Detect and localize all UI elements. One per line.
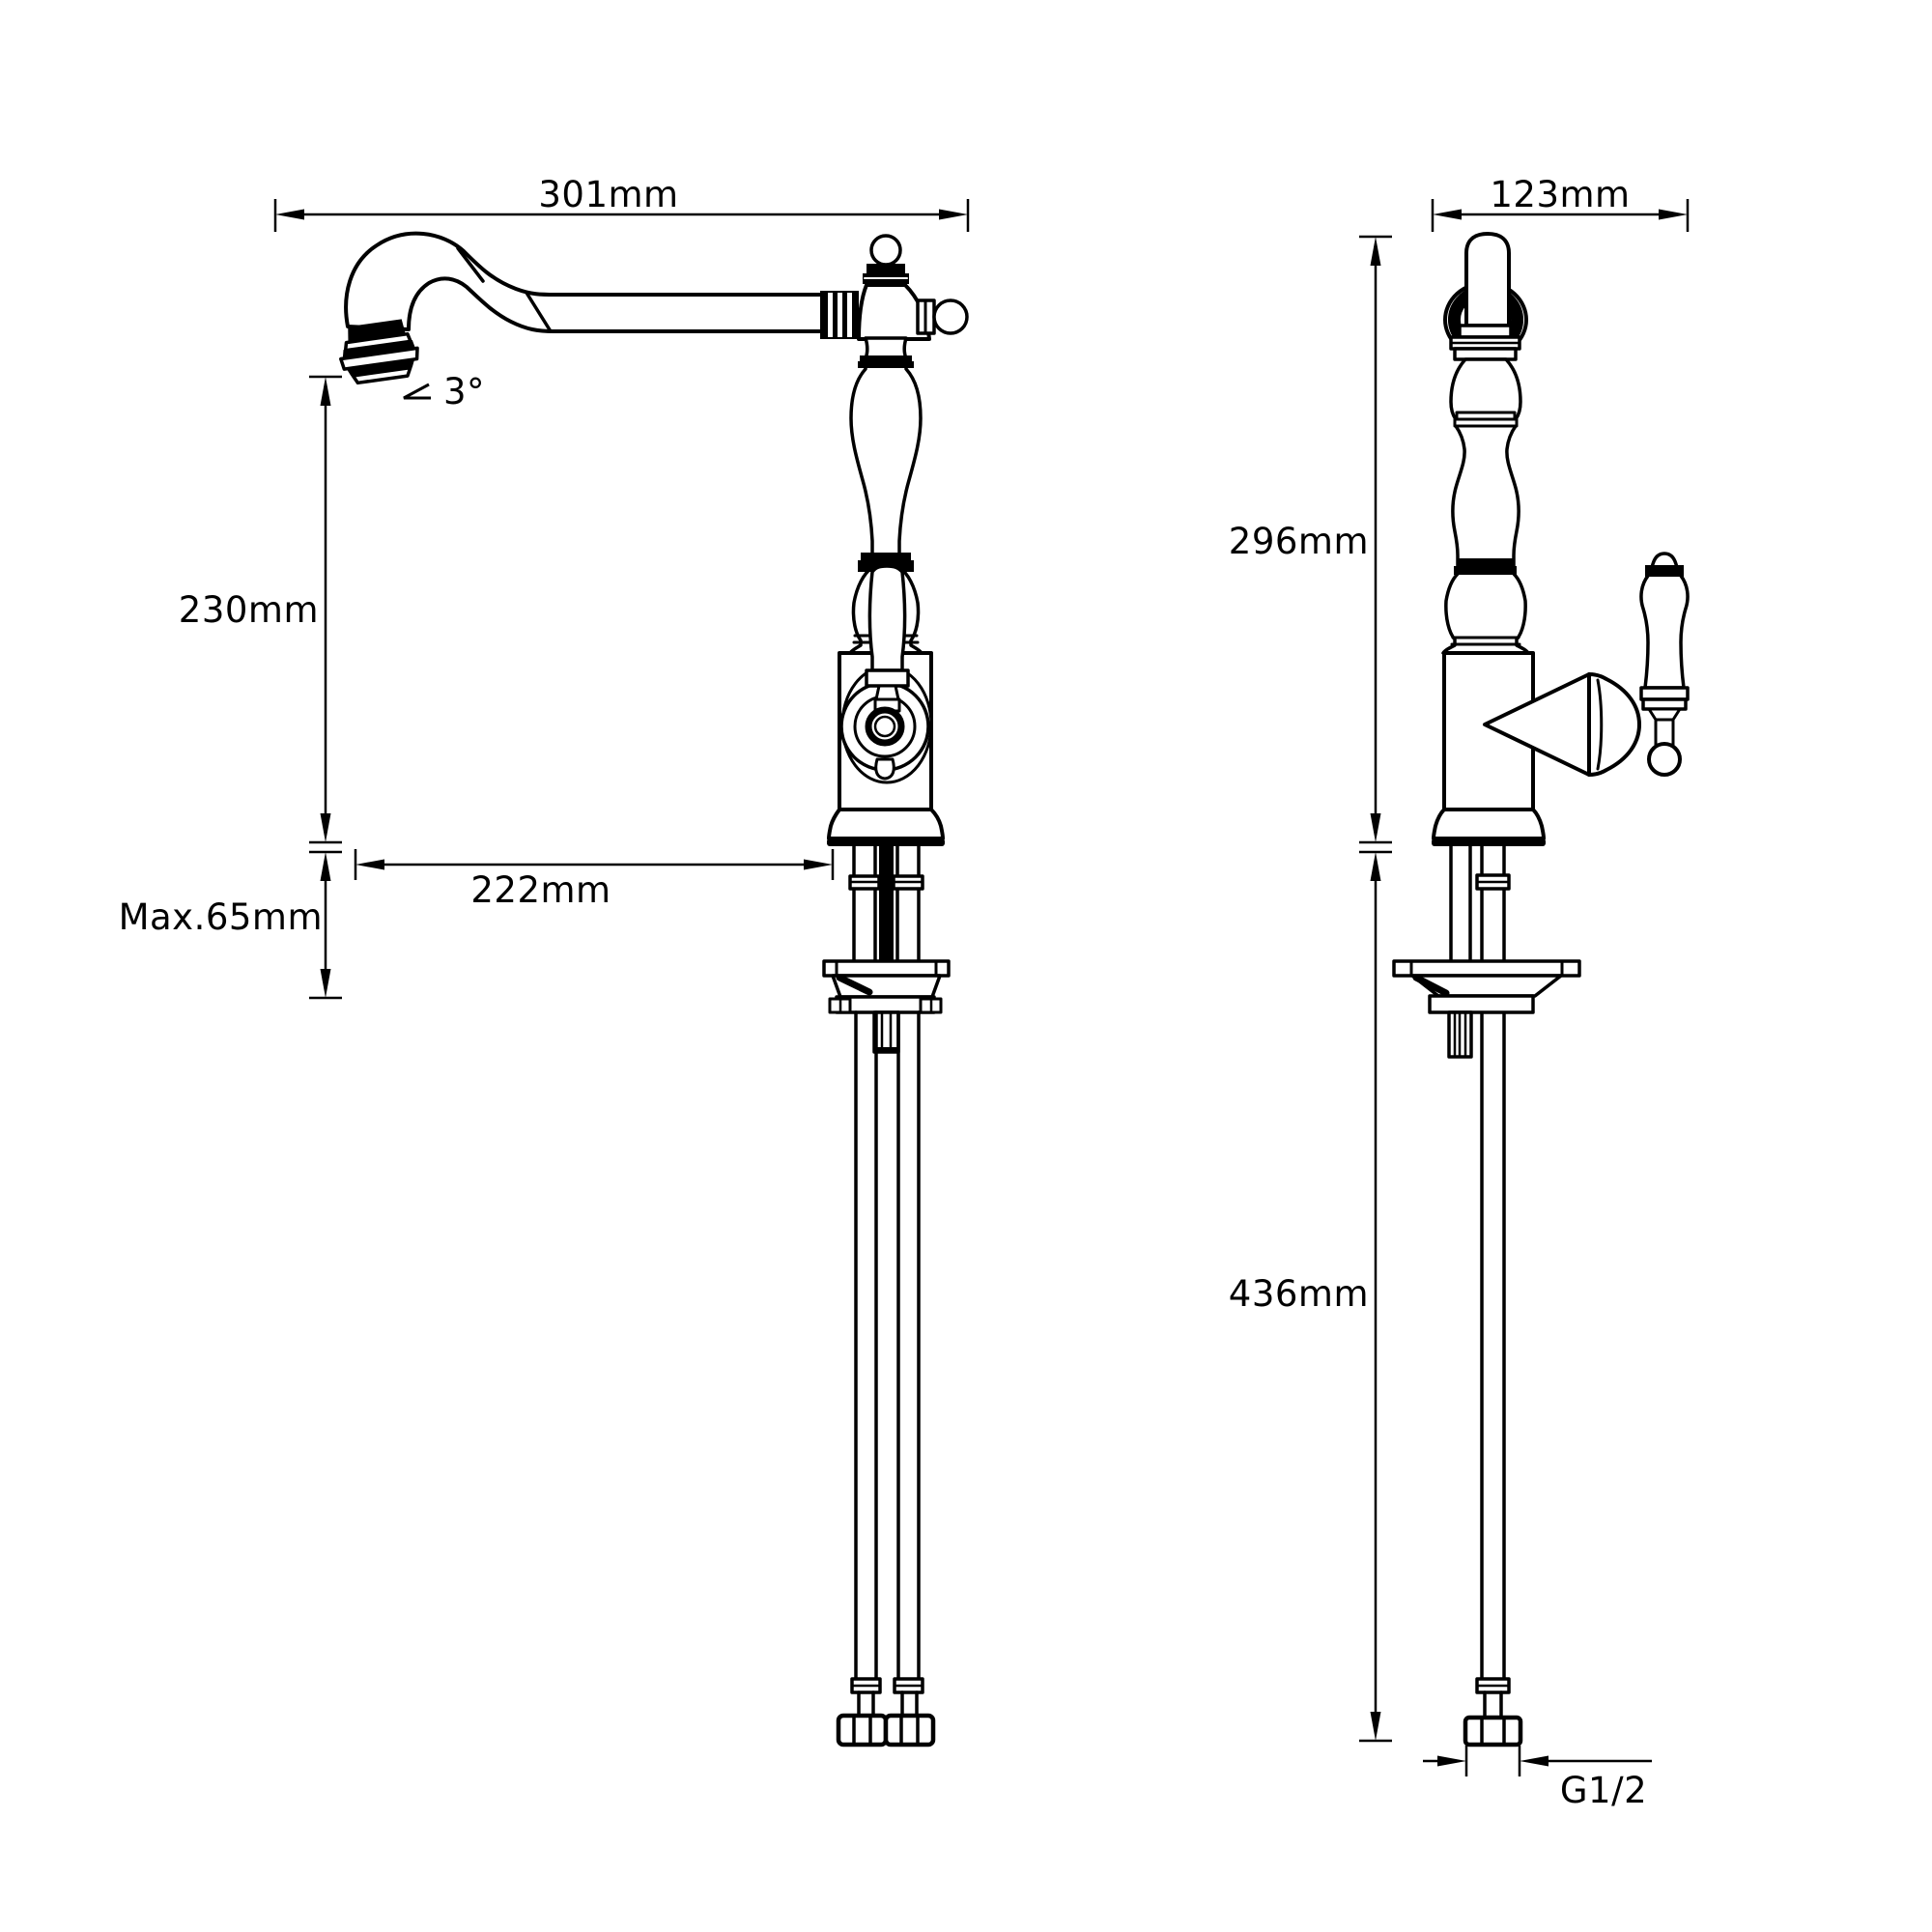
dim-body-height: 296mm	[1229, 235, 1392, 844]
dim-depth: 123mm	[1431, 174, 1690, 232]
side-mounting-nut	[1428, 994, 1535, 1014]
dim-label-g12: G1/2	[1560, 1770, 1647, 1811]
aerator	[339, 319, 419, 385]
side-flange	[1392, 959, 1581, 978]
dim-label-max65: Max.65mm	[119, 896, 323, 938]
spout	[344, 231, 824, 333]
dim-horizontal-reach: 222mm	[354, 849, 835, 911]
side-underdeck	[1392, 844, 1581, 1747]
threaded-shank	[879, 846, 894, 963]
dim-label-296: 296mm	[1229, 521, 1369, 562]
hose-nut-left	[836, 1713, 889, 1747]
dimension-annotations: 301mm 123mm 230mm Max.65mm 222mm	[119, 174, 1690, 1811]
dim-label-123: 123mm	[1490, 174, 1630, 215]
spout-outline	[344, 231, 824, 333]
finial-ball	[869, 234, 902, 267]
valve-cone	[1483, 672, 1591, 777]
supply-hoses	[854, 1010, 921, 1681]
dim-label-230: 230mm	[179, 589, 319, 631]
side-handle	[1483, 552, 1690, 777]
dim-max-deck: Max.65mm	[119, 850, 342, 1000]
front-base	[827, 808, 945, 846]
dim-angle: 3°	[403, 371, 485, 412]
dim-label-angle: 3°	[443, 371, 485, 412]
spout-hub	[820, 234, 969, 341]
side-view	[1392, 232, 1690, 1747]
front-underdeck	[822, 844, 951, 1747]
side-wedge	[1410, 974, 1563, 998]
side-neck-rings	[1450, 411, 1521, 646]
spout-end	[1464, 232, 1511, 327]
side-hose-nut	[1463, 1715, 1523, 1747]
dim-spout-reach: 301mm	[273, 174, 970, 232]
spout-seam-lines	[456, 246, 553, 333]
front-handle	[839, 564, 933, 784]
swivel-ball	[932, 298, 969, 335]
dim-label-301: 301mm	[538, 174, 678, 215]
side-spout-tip	[1443, 232, 1528, 361]
valve-dome	[1587, 672, 1641, 777]
side-base	[1432, 808, 1546, 846]
mounting-flange	[822, 959, 951, 978]
front-view	[339, 231, 969, 1747]
hose-nut-right	[883, 1713, 936, 1747]
dim-label-222: 222mm	[470, 869, 611, 911]
dim-thread: G1/2	[1423, 1746, 1652, 1811]
medallion-drop	[874, 757, 895, 781]
angle-icon	[403, 383, 431, 400]
handle-lever	[867, 564, 907, 672]
handle-ball	[1647, 742, 1682, 777]
dim-spout-height: 230mm	[179, 375, 342, 844]
side-neck-column	[1441, 357, 1530, 655]
dim-hose-length: 436mm	[1229, 850, 1392, 1743]
dim-label-436: 436mm	[1229, 1273, 1369, 1315]
